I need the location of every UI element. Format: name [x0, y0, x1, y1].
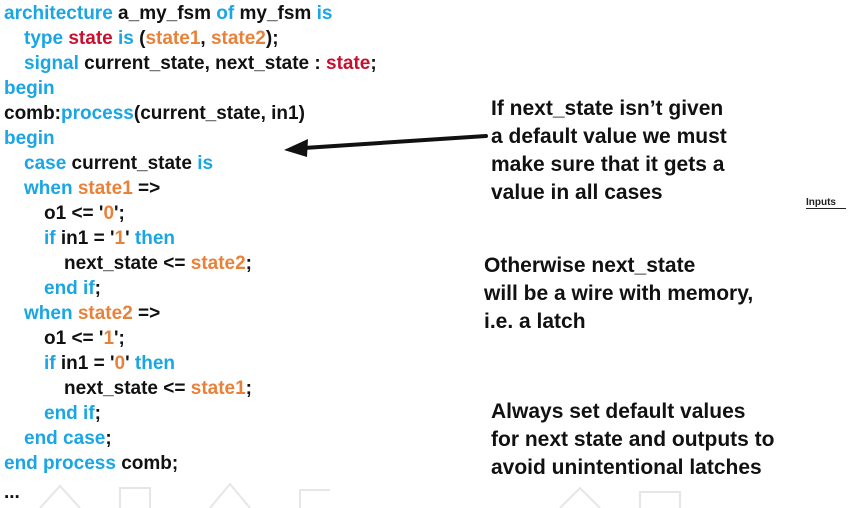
inputs-label: Inputs — [806, 197, 846, 209]
keyword-token: begin — [4, 78, 55, 99]
code-line: end if; — [44, 402, 101, 426]
code-token: ; — [94, 278, 101, 299]
keyword-token: end if — [44, 278, 95, 299]
code-token: ; — [94, 403, 101, 424]
value-token: 0 — [103, 203, 115, 224]
keyword-token: when — [24, 178, 73, 199]
keyword-token: is — [316, 3, 333, 24]
type-token: state — [68, 28, 113, 49]
code-token: ( — [133, 28, 146, 49]
keyword-token: type — [24, 28, 64, 49]
code-line: if in1 = '0' then — [44, 352, 175, 376]
note-line: Otherwise next_state — [484, 254, 696, 277]
keyword-token: is — [118, 28, 134, 49]
keyword-token: signal — [24, 53, 79, 74]
value-token: 1 — [103, 328, 115, 349]
code-token: my_fsm — [234, 3, 317, 24]
code-token: in1 = ' — [55, 353, 115, 374]
keyword-token: process — [61, 103, 134, 124]
code-line: signal current_state, next_state : state… — [24, 52, 377, 76]
keyword-token: architecture — [4, 3, 113, 24]
code-line: when state1 => — [24, 177, 160, 201]
code-line: o1 <= '0'; — [44, 202, 125, 226]
note-line: a default value we must — [491, 125, 727, 148]
value-token: state2 — [190, 253, 246, 274]
arrow-left-icon — [284, 134, 488, 157]
value-token: state2 — [77, 303, 133, 324]
note-line: Always set default values — [491, 400, 746, 423]
code-line: type state is (state1, state2); — [24, 27, 279, 51]
code-line: begin — [4, 127, 55, 151]
code-line: begin — [4, 77, 55, 101]
keyword-token: of — [216, 3, 235, 24]
note-line: value in all cases — [491, 181, 663, 204]
code-token: ' — [125, 353, 135, 374]
code-line: architecture a_my_fsm of my_fsm is — [4, 2, 332, 26]
note-line: avoid unintentional latches — [491, 456, 762, 479]
code-token: ' — [125, 228, 135, 249]
note-latch: Otherwise next_state will be a wire with… — [484, 252, 753, 336]
note-line: i.e. a latch — [484, 310, 586, 333]
code-token: ; — [105, 428, 112, 449]
keyword-token: if — [44, 228, 56, 249]
code-token: comb: — [4, 103, 61, 124]
keyword-token: begin — [4, 128, 55, 149]
code-line: end if; — [44, 277, 101, 301]
code-token: (current_state, in1) — [133, 103, 305, 124]
ellipsis: ... — [4, 482, 20, 503]
code-token: '; — [114, 203, 125, 224]
keyword-token: when — [24, 303, 73, 324]
value-token: state2 — [210, 28, 266, 49]
code-token: ; — [245, 253, 252, 274]
code-line: o1 <= '1'; — [44, 327, 125, 351]
value-token: state1 — [190, 378, 246, 399]
code-line: if in1 = '1' then — [44, 227, 175, 251]
value-token: 0 — [114, 353, 126, 374]
code-line: when state2 => — [24, 302, 160, 326]
value-token: state1 — [77, 178, 133, 199]
value-token: 1 — [114, 228, 126, 249]
code-token: => — [132, 303, 161, 324]
code-token: ); — [265, 28, 279, 49]
keyword-token: if — [44, 353, 56, 374]
note-line: for next state and outputs to — [491, 428, 775, 451]
code-token: , — [200, 28, 211, 49]
code-token: next_state <= — [64, 378, 191, 399]
code-token: comb; — [115, 453, 179, 474]
note-line: make sure that it gets a — [491, 153, 725, 176]
code-token: next_state <= — [64, 253, 191, 274]
code-token: o1 <= ' — [44, 203, 104, 224]
code-line: next_state <= state2; — [64, 252, 252, 276]
code-line: comb:process(current_state, in1) — [4, 102, 305, 126]
note-line: If next_state isn’t given — [491, 97, 724, 120]
keyword-token: case — [24, 153, 67, 174]
faint-background-decoration — [39, 482, 681, 508]
keyword-token: then — [134, 228, 175, 249]
code-token: ; — [370, 53, 377, 74]
code-line: case current_state is — [24, 152, 213, 176]
code-token: in1 = ' — [55, 228, 115, 249]
code-line: end process comb; — [4, 452, 178, 476]
code-line: next_state <= state1; — [64, 377, 252, 401]
code-token: '; — [114, 328, 125, 349]
code-line: end case; — [24, 427, 112, 451]
code-token: o1 <= ' — [44, 328, 104, 349]
note-line: will be a wire with memory, — [484, 282, 754, 305]
code-token: a_my_fsm — [112, 3, 217, 24]
code-token: ; — [245, 378, 252, 399]
keyword-token: end if — [44, 403, 95, 424]
note-always-set: Always set default values for next state… — [491, 398, 775, 482]
note-default-value: If next_state isn’t given a default valu… — [491, 95, 727, 207]
value-token: state1 — [145, 28, 201, 49]
keyword-token: end case — [24, 428, 106, 449]
code-token: current_state — [66, 153, 198, 174]
keyword-token: then — [134, 353, 175, 374]
keyword-token: is — [197, 153, 214, 174]
code-token: current_state, next_state : — [78, 53, 326, 74]
keyword-token: end process — [4, 453, 116, 474]
type-token: state — [326, 53, 371, 74]
code-token: => — [132, 178, 161, 199]
